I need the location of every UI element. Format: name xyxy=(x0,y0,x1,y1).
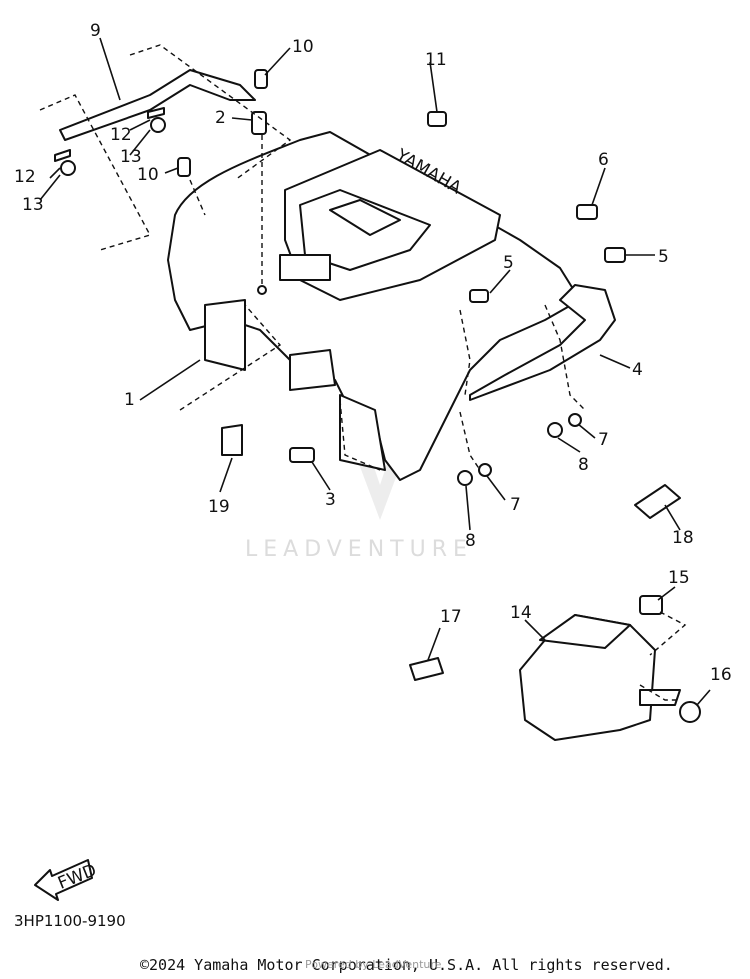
washer-7a xyxy=(568,413,582,427)
callout-7b: 7 xyxy=(510,495,521,515)
mud-flap xyxy=(469,284,616,401)
nut-8a xyxy=(547,422,563,438)
callout-9: 9 xyxy=(90,21,101,41)
bolt-10a xyxy=(254,69,268,89)
clip-12a xyxy=(147,107,165,119)
callout-8b: 8 xyxy=(465,531,476,551)
leader-lines xyxy=(39,37,711,706)
nut-13a xyxy=(150,117,166,133)
rear-fender: YAMAHA xyxy=(167,131,581,481)
fasteners xyxy=(54,69,701,723)
fender-stay xyxy=(59,69,256,141)
callout-2: 2 xyxy=(215,108,226,128)
bolt-11 xyxy=(427,111,447,127)
callout-5b: 5 xyxy=(503,253,514,273)
callout-numbers: 9 10 2 10 11 12 13 12 13 6 5 5 4 7 8 7 8… xyxy=(14,21,732,685)
forward-arrow-icon: FWD xyxy=(34,859,99,901)
bolt-6 xyxy=(576,204,598,220)
callout-8: 8 xyxy=(578,455,589,475)
bolt-15 xyxy=(639,595,663,615)
fwd-label: FWD xyxy=(55,860,99,893)
bolt-3 xyxy=(289,447,315,463)
washer-7b xyxy=(478,463,492,477)
callout-4: 4 xyxy=(632,360,643,380)
callout-7: 7 xyxy=(598,430,609,450)
callout-15: 15 xyxy=(668,568,690,588)
callout-18: 18 xyxy=(672,528,694,548)
callout-12: 12 xyxy=(110,125,132,145)
callout-3: 3 xyxy=(325,490,336,510)
callout-13: 13 xyxy=(120,147,142,167)
bolt-5b xyxy=(469,289,489,303)
callout-6: 6 xyxy=(598,150,609,170)
small-watermark: Powered by LeadVenture xyxy=(305,958,442,971)
callout-10: 10 xyxy=(292,37,314,57)
bolt-2 xyxy=(251,111,267,135)
clip-18 xyxy=(634,484,681,519)
nut-8b xyxy=(457,470,473,486)
callout-17: 17 xyxy=(440,607,462,627)
callout-16: 16 xyxy=(710,665,732,685)
nut-16 xyxy=(679,701,701,723)
alignment-lines xyxy=(39,44,687,701)
bolt-10b xyxy=(177,157,191,177)
clip-19 xyxy=(221,424,243,456)
copyright-text: ©2024 Yamaha Motor Corporation, U.S.A. A… xyxy=(140,956,673,974)
callout-11: 11 xyxy=(425,50,447,70)
callout-13b: 13 xyxy=(22,195,44,215)
callout-5: 5 xyxy=(658,247,669,267)
callout-14: 14 xyxy=(510,603,532,623)
watermark-text: LEADVENTURE xyxy=(245,537,473,562)
pad-17 xyxy=(409,657,444,681)
clip-12b xyxy=(54,149,71,162)
bolt-5a xyxy=(604,247,626,263)
tool-box xyxy=(519,614,681,741)
nut-13b xyxy=(60,160,76,176)
callout-1: 1 xyxy=(124,390,135,410)
callout-10b: 10 xyxy=(137,165,159,185)
callout-12b: 12 xyxy=(14,167,36,187)
callout-19: 19 xyxy=(208,497,230,517)
part-code: 3HP1100-9190 xyxy=(14,912,126,930)
